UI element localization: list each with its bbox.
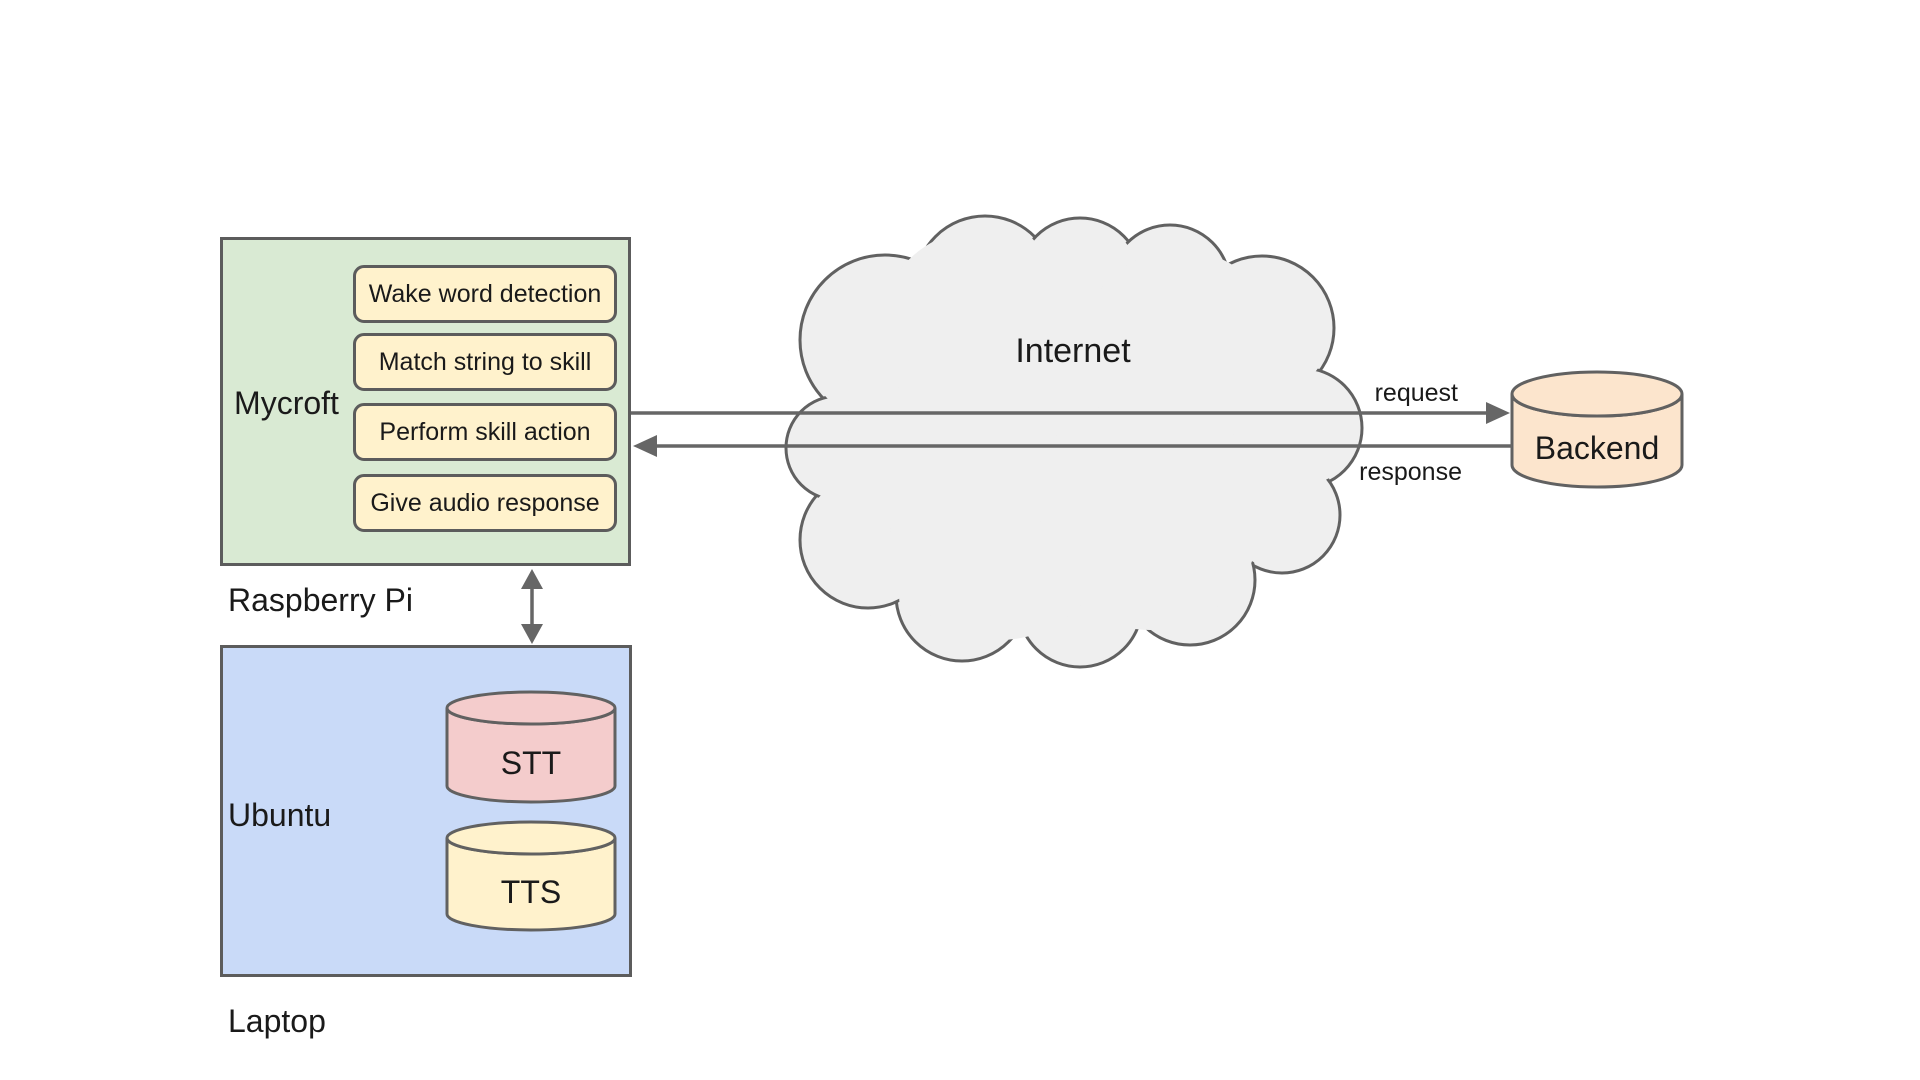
- step-give-audio-response: Give audio response: [353, 474, 617, 532]
- response-arrow: [633, 435, 1512, 457]
- raspberry-laptop-arrowhead-bottom: [521, 624, 543, 644]
- backend-cylinder-icon: [1510, 370, 1684, 489]
- tts-cylinder-icon: [445, 820, 617, 932]
- laptop-caption: Laptop: [228, 1003, 326, 1039]
- stt-cylinder-icon: [445, 690, 617, 804]
- raspberry-pi-caption: Raspberry Pi: [228, 582, 413, 618]
- raspberry-laptop-arrowhead-top: [521, 569, 543, 589]
- step-match-string-to-skill: Match string to skill: [353, 333, 617, 391]
- ubuntu-label: Ubuntu: [228, 797, 332, 833]
- step-perform-skill-action: Perform skill action: [353, 403, 617, 461]
- cloud-interior: [789, 219, 1359, 664]
- response-arrowhead: [633, 435, 657, 457]
- request-arrow: [631, 402, 1510, 424]
- step-wake-word-detection: Wake word detection: [353, 265, 617, 323]
- tts-label: TTS: [500, 874, 562, 910]
- request-arrowhead: [1486, 402, 1510, 424]
- backend-label: Backend: [1534, 430, 1660, 466]
- mycroft-label: Mycroft: [234, 385, 339, 421]
- stt-label: STT: [500, 745, 562, 781]
- response-label: response: [1359, 458, 1462, 486]
- internet-cloud-icon: [784, 214, 1364, 669]
- raspberry-laptop-arrow: [521, 569, 543, 644]
- request-label: request: [1374, 379, 1458, 407]
- internet-label: Internet: [1015, 332, 1131, 370]
